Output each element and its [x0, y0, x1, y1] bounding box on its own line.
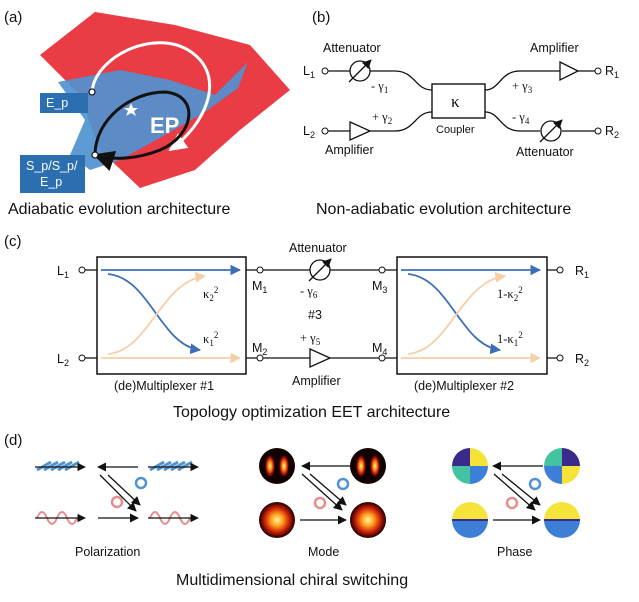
node-r2: [594, 127, 602, 135]
coupler-box: [431, 83, 486, 119]
box-s-p: [20, 155, 85, 193]
amplifier-middle-label: Amplifier: [292, 374, 341, 388]
panel-c: (c) L1 L2 R1 R2 κ22 κ12 (de)Multiplexer …: [4, 233, 589, 421]
amplifier-icon-left: [349, 120, 372, 142]
port-c-l1: L1: [57, 264, 69, 280]
mux1-label: (de)Multiplexer #1: [114, 379, 214, 393]
port-l2: L2: [303, 124, 315, 140]
node-r1: [594, 67, 602, 75]
port-c-l2: L2: [57, 352, 69, 368]
mode-label: Mode: [308, 545, 339, 559]
port-c-r1: R1: [575, 264, 589, 280]
panel-c-caption: Topology optimization EET architecture: [173, 404, 450, 421]
amplifier-icon-middle: [309, 347, 332, 369]
panel-a-caption: Adiabatic evolution architecture: [8, 201, 230, 218]
panel-a: (a) EP E_p S_p/S_p/ E_p Adiabatic evolut…: [4, 9, 290, 218]
phase-label: Phase: [497, 545, 532, 559]
phase-map-top-right: [544, 448, 580, 484]
amplifier-right-label: Amplifier: [530, 41, 579, 55]
phase-map-top-left: [452, 448, 488, 484]
port-r1: R1: [605, 64, 619, 80]
node-l1: [321, 67, 329, 75]
gamma3-label: + γ3: [512, 79, 533, 95]
node-l2: [321, 127, 329, 135]
panel-d: (d) Polarization: [4, 432, 580, 589]
port-r2: R2: [605, 124, 619, 140]
box-e-p: [40, 93, 88, 113]
gamma4-label: - γ4: [512, 110, 530, 126]
panel-d-label: (d): [4, 432, 22, 449]
box-s-p-line2: E_p: [40, 175, 62, 189]
polarization-switching: Polarization: [35, 460, 199, 559]
num3-label: #3: [308, 308, 322, 322]
amplifier-left-label: Amplifier: [325, 143, 374, 157]
demultiplexer-1-box: [96, 256, 247, 375]
attenuator-middle-label: Attenuator: [289, 241, 347, 255]
polarization-label: Polarization: [75, 545, 140, 559]
panel-c-label: (c): [4, 233, 22, 250]
panel-b-label: (b): [312, 9, 330, 26]
phase-switching: Phase: [452, 448, 580, 559]
m3-label: M3: [372, 279, 387, 295]
box-e-p-label: E_p: [46, 96, 68, 110]
panel-a-label: (a): [4, 9, 22, 26]
attenuator-left-label: Attenuator: [323, 41, 381, 55]
m4-label: M4: [372, 341, 387, 357]
blue-eigen-surface: [58, 62, 248, 170]
box-s-p-line1: S_p/S_p/: [26, 159, 78, 173]
gamma2-label: + γ2: [372, 110, 392, 126]
attenuator-right-label: Attenuator: [516, 145, 574, 159]
kappa-label: κ: [451, 92, 460, 111]
ep-label: EP: [150, 113, 179, 138]
start-point-top: [88, 88, 96, 96]
port-l1: L1: [303, 64, 315, 80]
white-evolution-loop: [90, 41, 212, 152]
gamma1-label: - γ1: [371, 79, 388, 95]
coupler-label: Coupler: [436, 124, 475, 136]
start-point-bottom: [91, 151, 99, 159]
gamma5-label: + γ5: [300, 331, 321, 347]
ep-star-icon: [124, 103, 138, 116]
demultiplexer-2-box: [396, 256, 548, 375]
panel-d-caption: Multidimensional chiral switching: [176, 572, 408, 589]
m1-label: M1: [252, 279, 267, 295]
mux2-label: (de)Multiplexer #2: [414, 379, 514, 393]
gamma6-label: - γ6: [300, 284, 318, 300]
amplifier-icon-right: [559, 60, 580, 82]
panel-b: (b) L1 L2 R1 R2 κ Coupler Attenuator: [303, 9, 619, 218]
panel-b-caption: Non-adiabatic evolution architecture: [316, 201, 571, 218]
phase-map-bottom-right: [544, 502, 580, 538]
black-evolution-loop: [93, 90, 191, 171]
phase-map-bottom-left: [452, 502, 488, 538]
m2-label: M2: [252, 341, 267, 357]
mode-switching: Mode: [259, 448, 386, 559]
port-c-r2: R2: [575, 352, 589, 368]
